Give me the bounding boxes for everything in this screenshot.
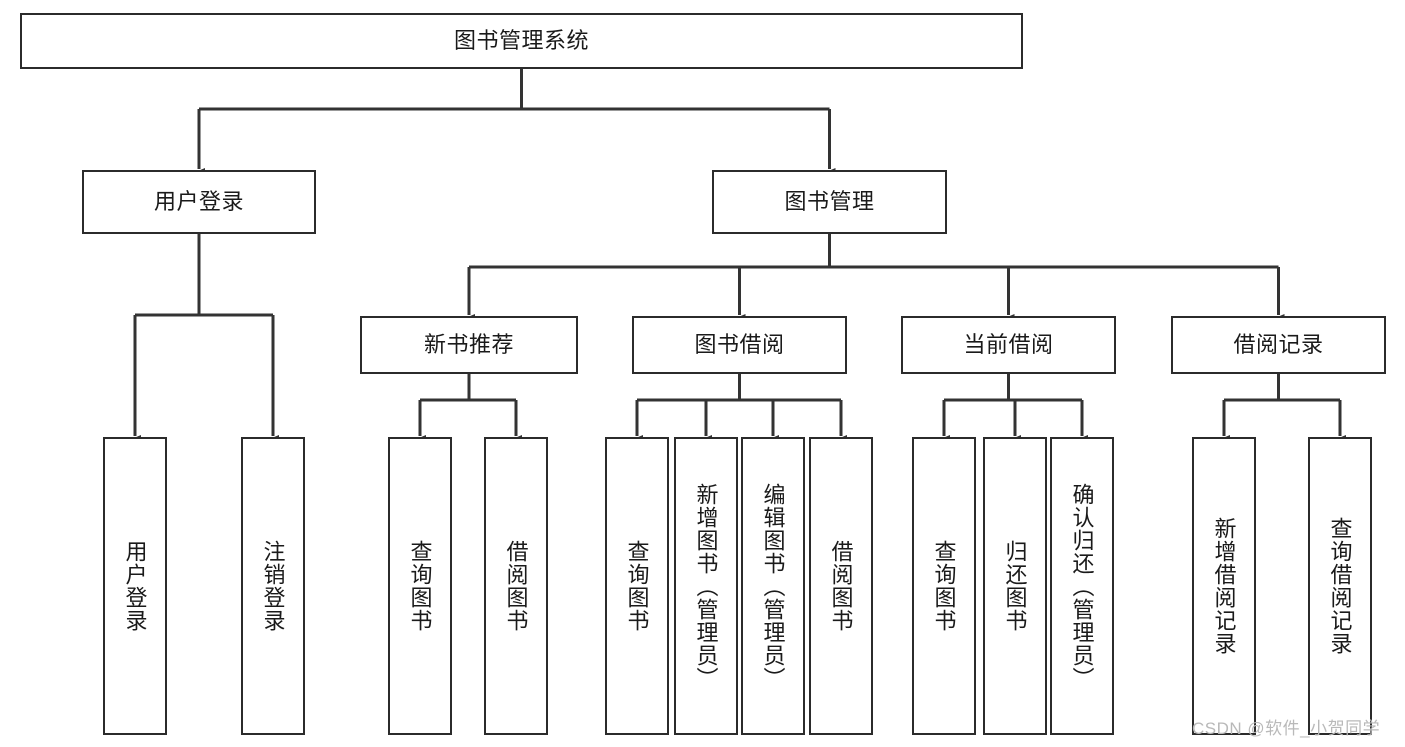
node-label: 图书借阅: [694, 331, 785, 357]
node-leaf-user-login[interactable]: 用户登录: [103, 437, 167, 735]
node-label: 借阅图书: [828, 540, 854, 632]
node-borrow-record[interactable]: 借阅记录: [1171, 316, 1386, 374]
node-label: 查询借阅记录: [1327, 517, 1353, 655]
node-leaf-user-logout[interactable]: 注销登录: [241, 437, 305, 735]
node-label: 查询图书: [407, 540, 433, 632]
node-label: 查询图书: [931, 540, 957, 632]
node-leaf-return-book[interactable]: 归还图书: [983, 437, 1047, 735]
node-leaf-query-record[interactable]: 查询借阅记录: [1308, 437, 1372, 735]
node-current-borrow[interactable]: 当前借阅: [901, 316, 1116, 374]
node-leaf-borrow-book-bor[interactable]: 借阅图书: [809, 437, 873, 735]
csdn-watermark: CSDN @软件_小贺同学: [1192, 719, 1381, 738]
node-label: 归还图书: [1002, 540, 1028, 632]
node-leaf-query-book-rec[interactable]: 查询图书: [388, 437, 452, 735]
node-new-book-rec[interactable]: 新书推荐: [360, 316, 578, 374]
node-root[interactable]: 图书管理系统: [20, 13, 1023, 69]
node-leaf-query-book-bor[interactable]: 查询图书: [605, 437, 669, 735]
node-label: 新增图书（管理员）: [693, 482, 719, 690]
node-label: 借阅记录: [1233, 331, 1324, 357]
node-leaf-borrow-book-rec[interactable]: 借阅图书: [484, 437, 548, 735]
node-label: 用户登录: [153, 188, 244, 214]
node-label: 当前借阅: [963, 331, 1054, 357]
node-label: 新增借阅记录: [1211, 517, 1237, 655]
node-label: 图书管理系统: [453, 27, 589, 53]
node-label: 确认归还（管理员）: [1069, 482, 1095, 690]
node-user-login[interactable]: 用户登录: [82, 170, 316, 234]
node-label: 查询图书: [624, 540, 650, 632]
node-leaf-confirm-return[interactable]: 确认归还（管理员）: [1050, 437, 1114, 735]
node-label: 编辑图书（管理员）: [760, 482, 786, 690]
node-label: 注销登录: [260, 540, 286, 632]
node-leaf-edit-book[interactable]: 编辑图书（管理员）: [741, 437, 805, 735]
node-label: 用户登录: [122, 540, 148, 632]
node-leaf-query-book-cur[interactable]: 查询图书: [912, 437, 976, 735]
node-leaf-add-book[interactable]: 新增图书（管理员）: [674, 437, 738, 735]
node-book-borrow[interactable]: 图书借阅: [632, 316, 847, 374]
node-label: 借阅图书: [503, 540, 529, 632]
node-label: 图书管理: [784, 188, 875, 214]
node-book-manage[interactable]: 图书管理: [712, 170, 947, 234]
node-label: 新书推荐: [423, 331, 514, 357]
node-leaf-add-record[interactable]: 新增借阅记录: [1192, 437, 1256, 735]
